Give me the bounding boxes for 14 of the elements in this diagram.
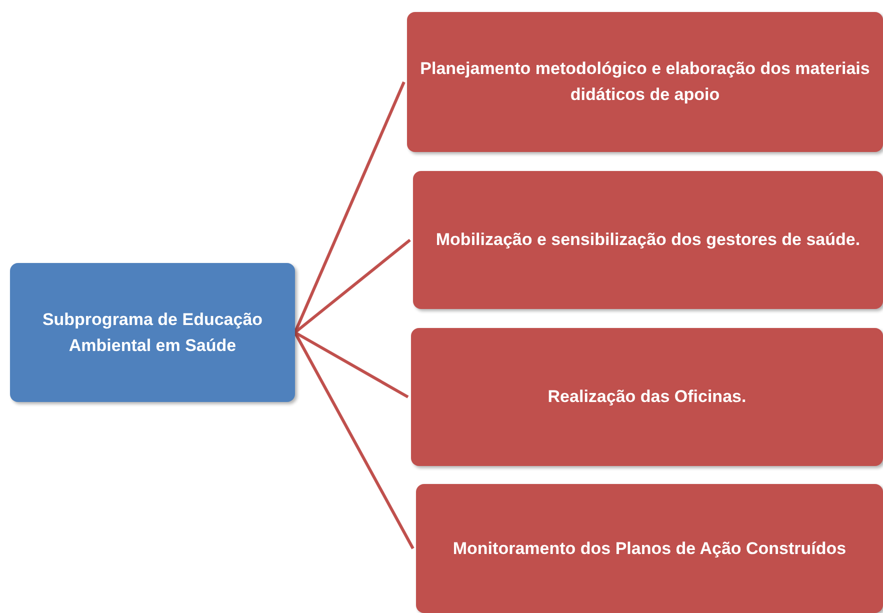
- process-box: [411, 328, 883, 466]
- process-box: [416, 484, 883, 613]
- connector-line: [294, 332, 414, 550]
- box-text: Monitoramento dos Planos de Ação Construídos: [452, 538, 846, 560]
- box-text: Planejamento metodológico e elaboração dos materiais didáticos de apoio: [419, 58, 871, 106]
- process-box: [413, 171, 883, 309]
- connector-line: [294, 81, 406, 334]
- process-box: [10, 263, 295, 402]
- box-text: Realização das Oficinas.: [548, 386, 746, 408]
- process-box: [407, 12, 883, 152]
- connector-line: [294, 331, 409, 398]
- connector-line: [294, 238, 411, 334]
- box-text: Mobilização e sensibilização dos gestores de saúde.: [436, 229, 860, 251]
- box-text: Subprograma de Educação Ambiental em Saúde: [41, 308, 264, 356]
